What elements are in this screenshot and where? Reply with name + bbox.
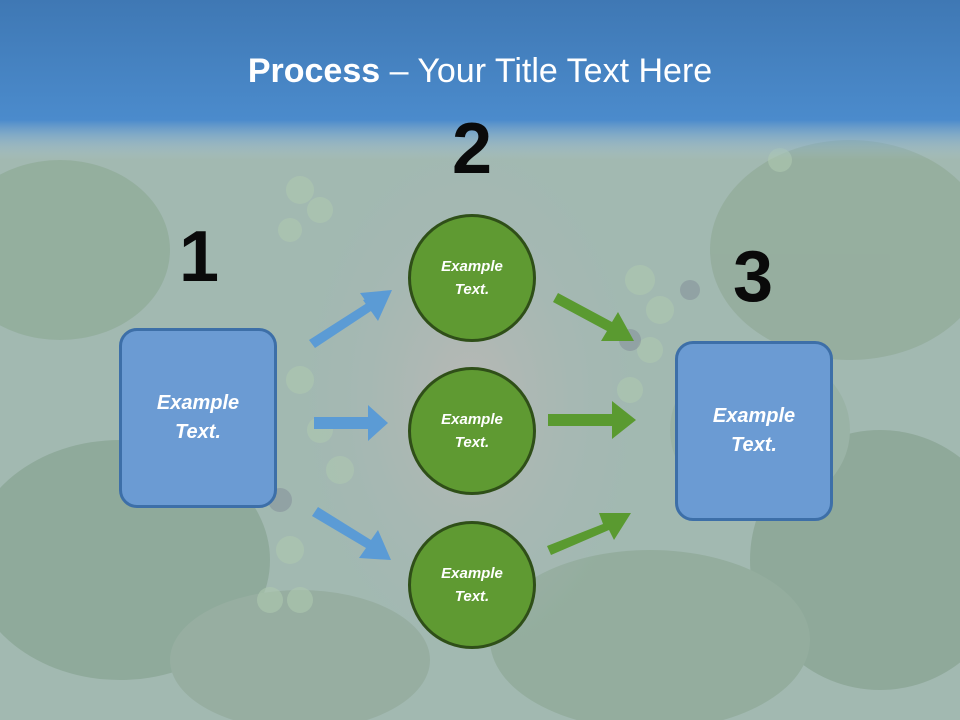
left-box-line2: Text. [175, 421, 221, 443]
circle-top[interactable]: Example Text. [408, 214, 536, 342]
left-process-box[interactable]: Example Text. [119, 328, 277, 508]
arrow-green-up [547, 513, 631, 555]
circle-bottom[interactable]: Example Text. [408, 521, 536, 649]
circle-middle-line1: Example [441, 411, 503, 428]
slide-title: Process – Your Title Text Here [0, 52, 960, 91]
step-number-1: 1 [178, 217, 220, 297]
step-number-2: 2 [451, 109, 493, 189]
circle-middle[interactable]: Example Text. [408, 367, 536, 495]
step-number-3: 3 [732, 237, 774, 317]
circle-bottom-line2: Text. [454, 588, 490, 605]
arrow-blue-down [312, 507, 391, 560]
right-box-line1: Example [712, 405, 796, 427]
circle-bottom-line1: Example [441, 565, 503, 582]
right-process-box[interactable]: Example Text. [675, 341, 833, 521]
title-rest: – Your Title Text Here [380, 52, 713, 90]
arrow-blue-up [309, 290, 392, 348]
arrow-green-middle [548, 401, 636, 439]
circle-top-line1: Example [441, 258, 503, 275]
left-box-line1: Example [156, 392, 240, 414]
right-box-line2: Text. [731, 434, 777, 456]
circle-top-line2: Text. [454, 281, 490, 298]
arrow-blue-middle [314, 405, 388, 441]
arrow-green-down [553, 293, 634, 341]
title-bold: Process [247, 52, 381, 90]
circle-middle-line2: Text. [454, 434, 490, 451]
